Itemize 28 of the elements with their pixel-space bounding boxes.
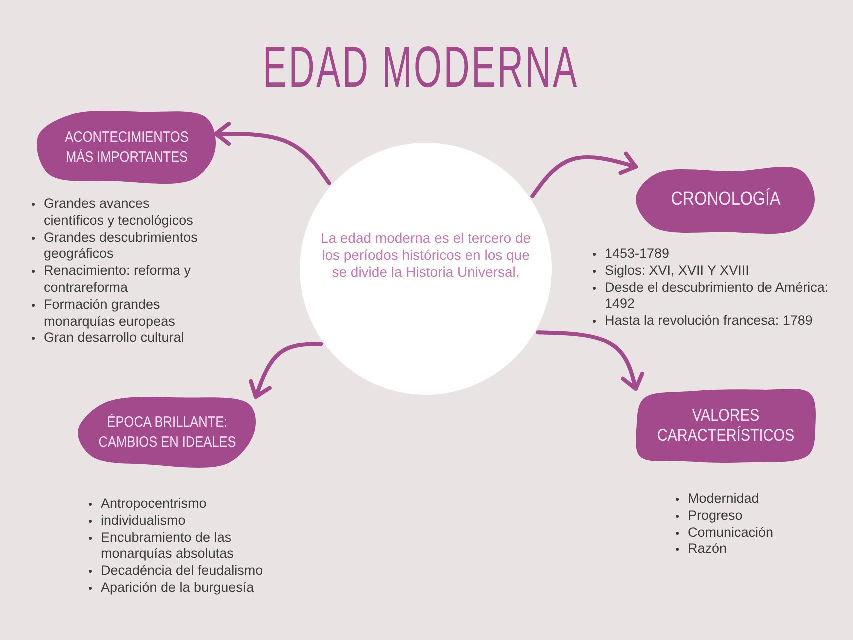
- list-item: Grandes avances científicos y tecnológicos: [31, 196, 206, 230]
- list-item: Gran desarrollo cultural: [31, 330, 184, 348]
- title: EDAD MODERNA: [262, 39, 580, 97]
- list-item: Formación grandes monarquías europeas: [31, 296, 206, 330]
- heading: ACONTECIMIENTOS MÁS IMPORTANTES: [64, 128, 190, 167]
- heading: CRONOLOGÍA: [670, 188, 782, 212]
- list-item: Desde el descubrimiento de América: 1492: [592, 280, 850, 314]
- list-item: Hasta la revolución francesa: 1789: [592, 313, 813, 330]
- curved-arrow: [536, 330, 644, 391]
- list-item: individualismo: [88, 512, 186, 530]
- description-text: La edad moderna es el tercero de los períodos históricos en los que se divide la Historia Universal.: [320, 230, 532, 280]
- list-item: Antropocentrismo: [88, 496, 207, 513]
- heading: ÉPOCA BRILLANTE: CAMBIOS EN IDEALES: [97, 413, 237, 452]
- heading: VALORES CARACTERÍSTICOS: [656, 406, 796, 446]
- curved-arrow: [530, 152, 638, 198]
- curved-arrow: [214, 122, 332, 186]
- list-item: Decadéncia del feudalismo: [88, 563, 264, 580]
- list-item: Progreso: [675, 508, 743, 525]
- curved-arrow: [249, 342, 324, 399]
- list-item: Razón: [675, 541, 728, 558]
- list-item: Aparición de la burguesía: [88, 580, 254, 597]
- list-item: Renacimiento: reforma y contrareforma: [31, 263, 206, 297]
- list-item: Encubramiento de las monarquías absolutas: [88, 530, 293, 564]
- list-item: Modernidad: [675, 491, 760, 508]
- list-item: Grandes descubrimientos geográficos: [31, 230, 206, 264]
- list-item: Siglos: XVI, XVII Y XVIII: [592, 262, 750, 280]
- list-item: 1453-1789: [592, 246, 670, 263]
- list-item: Comunicación: [675, 524, 774, 542]
